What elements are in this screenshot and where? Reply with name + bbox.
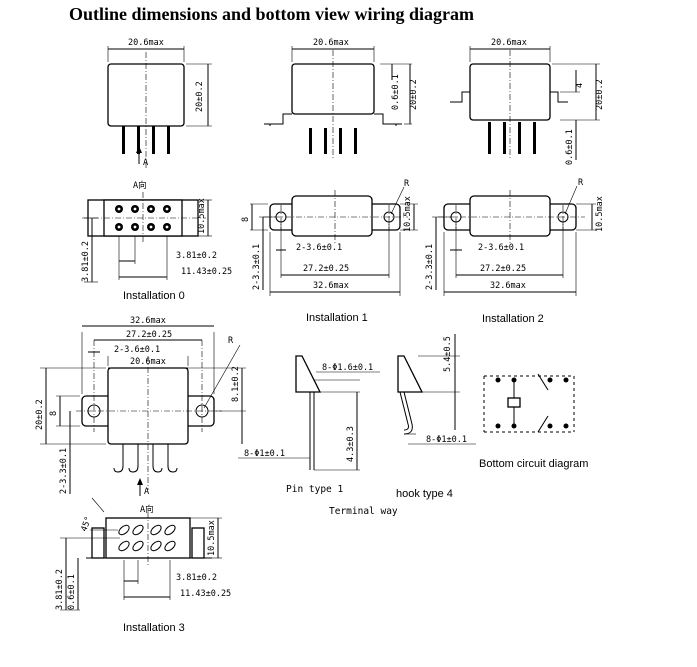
label-terminal-way: Terminal way	[329, 506, 398, 517]
dim-depth-4: 10.5max	[207, 520, 217, 556]
dim-height-2: 20±0.2	[409, 79, 419, 110]
label-hook-type: hook type 4	[396, 488, 453, 500]
dim-mount-3: 27.2±0.25	[126, 330, 172, 340]
dim-pin-dia-small: 8-Φ1±0.1	[244, 449, 285, 459]
front-view-installation-2: 20.6max 4 20±0.2 0.6±0.1	[450, 38, 605, 165]
dim-radius-3: R	[228, 336, 234, 346]
dim-pin-dia: 8-Φ1.6±0.1	[322, 363, 373, 373]
dim-four: 4	[575, 83, 585, 88]
dim-hook-dia: 8-Φ1±0.1	[426, 435, 467, 445]
view-label-a-2: A向	[140, 504, 154, 515]
dim-eight-2: 8	[49, 411, 59, 416]
dim-width-max-1: 20.6max	[128, 38, 164, 48]
bottom-circuit-diagram	[483, 373, 575, 433]
label-installation-0: Installation 0	[123, 290, 185, 302]
dim-hole-b-3: 2-3.3±0.1	[59, 448, 69, 494]
dim-width-max-3: 20.6max	[491, 38, 527, 48]
dim-pitch-short-v: 3.81±0.2	[81, 241, 91, 282]
dim-mount-2: 27.2±0.25	[480, 264, 526, 274]
front-view-installation-3: 32.6max 27.2±0.25 2-3.6±0.1 20.6max R 8.…	[35, 316, 246, 497]
label-pin-type: Pin type 1	[286, 484, 344, 495]
bottom-view-installation-2: R 10.5max 2-3.3±0.1 2-3.6±0.1 27.2±0.25 …	[425, 178, 605, 296]
page-title: Outline dimensions and bottom view wirin…	[69, 4, 475, 24]
dim-hook-len: 5.4±0.5	[443, 336, 453, 372]
pin-type-1-detail: 4.3±0.3 8-Φ1.6±0.1 8-Φ1±0.1	[238, 355, 380, 471]
dim-hole-2: 2-3.6±0.1	[478, 243, 524, 253]
dim-flange-gap-1: 0.6±0.1	[391, 74, 401, 110]
dim-pitch-short-h2: 3.81±0.2	[176, 573, 217, 583]
hook-type-4-detail: 5.4±0.5 8-Φ1±0.1	[397, 334, 476, 445]
dim-overall-2: 32.6max	[490, 281, 526, 291]
dim-pin-len: 4.3±0.3	[346, 426, 356, 462]
dim-flange-gap-2: 0.6±0.1	[565, 129, 575, 165]
view-arrow-a-1: A	[143, 158, 148, 168]
dim-tab: 8.1±0.2	[231, 366, 241, 402]
dim-hole-b-2: 2-3.3±0.1	[425, 244, 435, 290]
dim-pitch-short-v2: 3.81±0.2	[55, 569, 65, 610]
bottom-view-installation-0: A向 10.5max 3.81±0.2 3.81±0.2 11.43±0.25	[81, 180, 232, 283]
dim-height-3: 20±0.2	[595, 79, 605, 110]
dim-flange-gap-3: 0.6±0.1	[67, 574, 77, 610]
dim-overall-3: 32.6max	[130, 316, 166, 326]
dim-width-max-2: 20.6max	[313, 38, 349, 48]
front-view-installation-0: 20.6max 20±0.2 A	[107, 38, 212, 170]
dim-angle: 45°	[79, 515, 94, 533]
bottom-view-installation-3: A向 45° 10.5max 3.81±0.2 0.6±0.1	[55, 497, 231, 611]
dim-width-max-4: 20.6max	[130, 357, 166, 367]
front-view-installation-1: 20.6max 0.6±0.1 20±0.2	[264, 38, 419, 160]
dim-radius-1: R	[404, 179, 410, 189]
label-installation-2: Installation 2	[482, 313, 544, 325]
bottom-view-installation-1: R 10.5max 8 2-3.3±0.1 2-3.6±0.1 27.2±0.2…	[241, 179, 418, 296]
dim-pitch-short-h: 3.81±0.2	[176, 251, 217, 261]
dim-mount-1: 27.2±0.25	[303, 264, 349, 274]
dim-overall-1: 32.6max	[313, 281, 349, 291]
dim-height-4: 20±0.2	[35, 399, 45, 430]
label-installation-1: Installation 1	[306, 312, 368, 324]
dim-depth-3: 10.5max	[595, 196, 605, 232]
dim-height-1: 20±0.2	[195, 81, 205, 112]
dim-radius-2: R	[578, 178, 584, 188]
dim-hole-1: 2-3.6±0.1	[296, 243, 342, 253]
dim-depth-2: 10.5max	[403, 196, 413, 232]
view-label-a-1: A向	[133, 180, 147, 191]
view-arrow-a-2: A	[144, 487, 149, 497]
dim-pitch-long-2: 11.43±0.25	[180, 589, 231, 599]
dim-hole-b-1: 2-3.3±0.1	[252, 244, 262, 290]
dim-hole-3: 2-3.6±0.1	[114, 345, 160, 355]
dim-depth-1: 10.5max	[197, 198, 207, 234]
label-installation-3: Installation 3	[123, 622, 185, 634]
dim-eight-1: 8	[241, 217, 251, 222]
label-bottom-circuit: Bottom circuit diagram	[479, 458, 589, 470]
dim-pitch-long: 11.43±0.25	[181, 267, 232, 277]
